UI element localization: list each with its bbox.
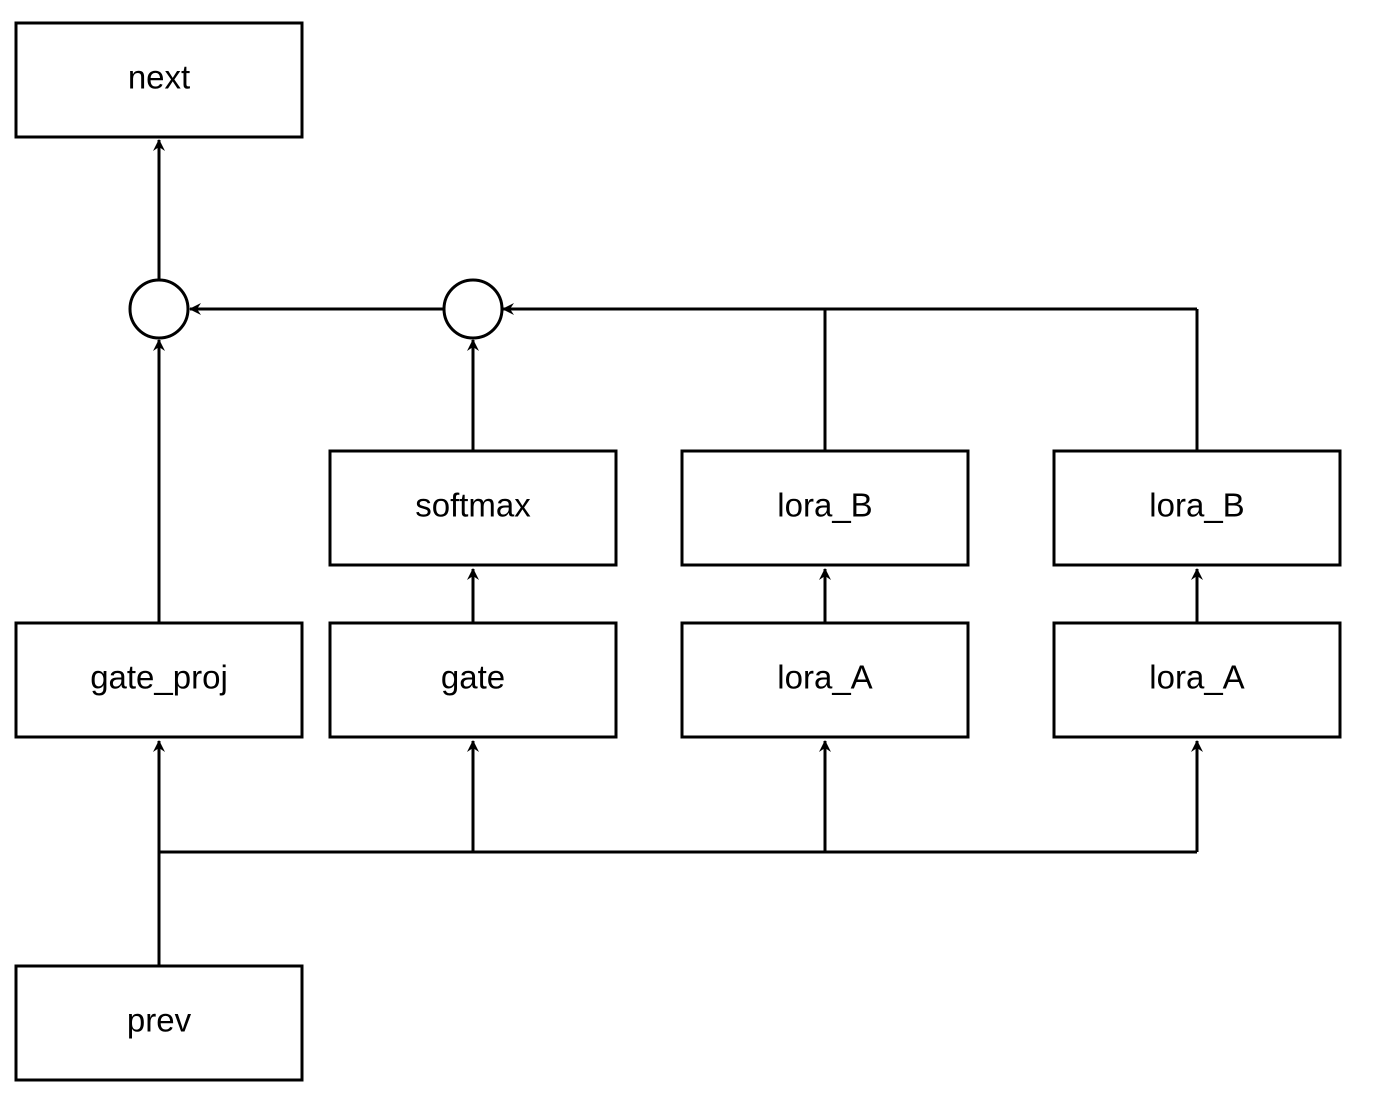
node-gate: gate — [328, 621, 618, 739]
node-gate-proj: gate_proj — [14, 621, 304, 739]
node-prev: prev — [14, 964, 304, 1082]
node-lora-a-1-label: lora_A — [777, 659, 872, 696]
edges — [153, 139, 1203, 966]
node-softmax: softmax — [328, 449, 618, 567]
combine-node-left — [128, 278, 190, 340]
node-gate-label: gate — [441, 659, 505, 696]
node-prev-label: prev — [127, 1002, 192, 1039]
node-next: next — [14, 21, 304, 139]
node-lora-a-1: lora_A — [680, 621, 970, 739]
node-lora-a-2: lora_A — [1052, 621, 1342, 739]
node-lora-a-2-label: lora_A — [1149, 659, 1244, 696]
combine-node-right — [442, 278, 504, 340]
node-softmax-label: softmax — [415, 487, 531, 524]
node-gate-proj-label: gate_proj — [90, 659, 228, 696]
node-lora-b-2: lora_B — [1052, 449, 1342, 567]
node-next-label: next — [128, 59, 190, 96]
node-lora-b-2-label: lora_B — [1149, 487, 1244, 524]
node-lora-b-1: lora_B — [680, 449, 970, 567]
node-lora-b-1-label: lora_B — [777, 487, 872, 524]
